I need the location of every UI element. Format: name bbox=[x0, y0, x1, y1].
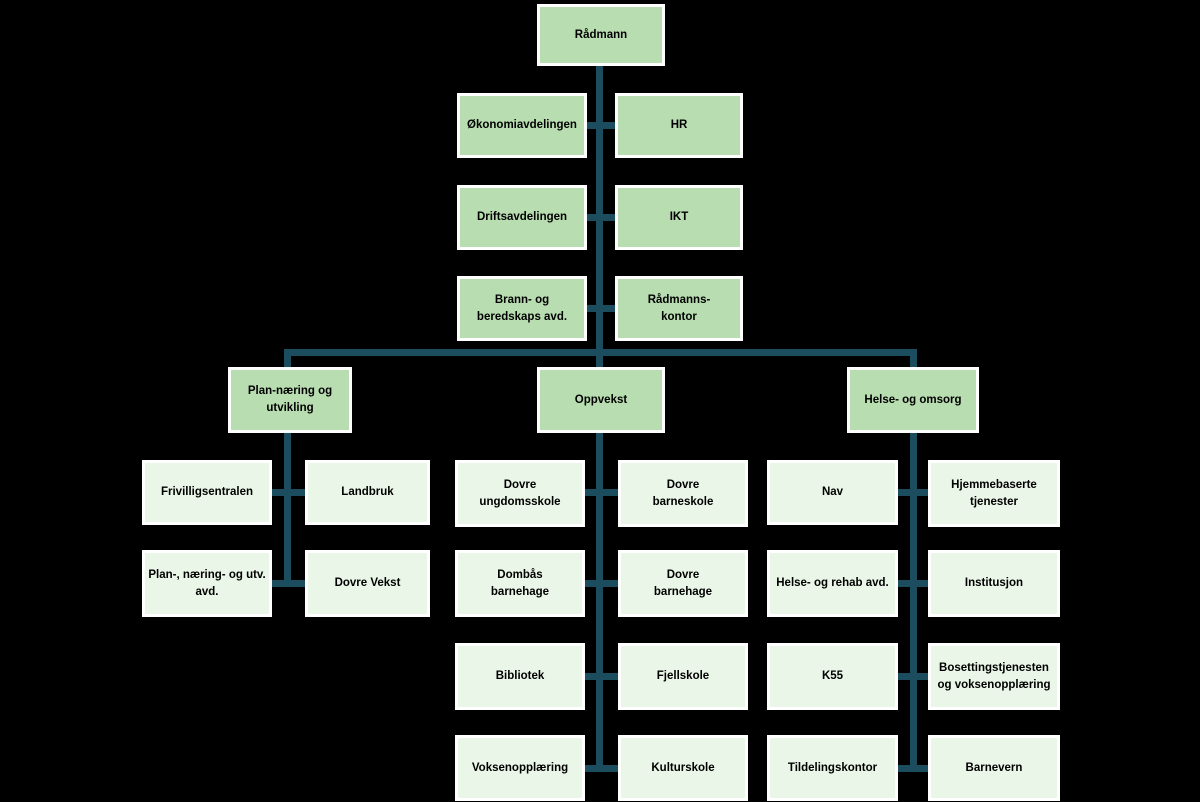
org-node-plan-naering-utv-avd: Plan-, næring- og utv. avd. bbox=[142, 550, 272, 617]
org-node-landbruk: Landbruk bbox=[305, 460, 430, 525]
org-node-okonomiavdelingen: Økonomiavdelingen bbox=[457, 93, 587, 158]
org-node-dombas-barnehage: Dombås barnehage bbox=[455, 550, 585, 617]
org-node-nav: Nav bbox=[767, 460, 898, 525]
org-node-ikt: IKT bbox=[615, 185, 743, 250]
org-node-barnevern: Barnevern bbox=[928, 735, 1060, 801]
org-node-k55: K55 bbox=[767, 643, 898, 710]
org-node-dovre-vekst: Dovre Vekst bbox=[305, 550, 430, 617]
org-node-helse-omsorg: Helse- og omsorg bbox=[847, 367, 979, 433]
connector-helse-trunk bbox=[910, 349, 917, 772]
connector-plan-trunk bbox=[284, 349, 291, 587]
org-node-tildelingskontor: Tildelingskontor bbox=[767, 735, 898, 801]
org-node-voksenopplaering: Voksenopplæring bbox=[455, 735, 585, 801]
org-node-hjemmebaserte-tjenester: Hjemmebaserte tjenester bbox=[928, 460, 1060, 527]
org-node-driftsavdelingen: Driftsavdelingen bbox=[457, 185, 587, 250]
connector-plan-row2 bbox=[268, 580, 309, 587]
org-node-brann-beredskap: Brann- og beredskaps avd. bbox=[457, 276, 587, 341]
org-node-dovre-barneskole: Dovre barneskole bbox=[618, 460, 748, 527]
connector-staff-row1 bbox=[583, 122, 619, 129]
org-node-institusjon: Institusjon bbox=[928, 550, 1060, 617]
connector-oppvekst-row3 bbox=[581, 673, 622, 680]
org-node-radmannskontor: Rådmanns- kontor bbox=[615, 276, 743, 341]
org-node-oppvekst: Oppvekst bbox=[537, 367, 665, 433]
org-node-radmann: Rådmann bbox=[537, 4, 665, 66]
connector-plan-row1 bbox=[268, 489, 309, 496]
connector-helse-row2 bbox=[894, 580, 934, 587]
org-node-frivilligsentralen: Frivilligsentralen bbox=[142, 460, 272, 525]
org-node-dovre-ungdomsskole: Dovre ungdomsskole bbox=[455, 460, 585, 527]
connector-helse-row1 bbox=[894, 489, 934, 496]
connector-staff-row2 bbox=[583, 214, 619, 221]
org-node-kulturskole: Kulturskole bbox=[618, 735, 748, 801]
connector-main-horizontal bbox=[284, 349, 917, 356]
org-node-hr: HR bbox=[615, 93, 743, 158]
connector-oppvekst-row4 bbox=[581, 765, 622, 772]
connector-helse-row4 bbox=[894, 765, 934, 772]
org-node-bibliotek: Bibliotek bbox=[455, 643, 585, 710]
org-node-bosettingstjenesten: Bosettingstjenesten og voksenopplæring bbox=[928, 643, 1060, 710]
connector-oppvekst-row2 bbox=[581, 580, 622, 587]
connector-helse-row3 bbox=[894, 673, 934, 680]
connector-oppvekst-row1 bbox=[581, 489, 622, 496]
connector-staff-row3 bbox=[583, 305, 619, 312]
org-node-helse-rehab-avd: Helse- og rehab avd. bbox=[767, 550, 898, 617]
org-node-dovre-barnehage: Dovre barnehage bbox=[618, 550, 748, 617]
org-node-plan-naering-utvikling: Plan-næring og utvikling bbox=[228, 367, 352, 433]
org-node-fjellskole: Fjellskole bbox=[618, 643, 748, 710]
